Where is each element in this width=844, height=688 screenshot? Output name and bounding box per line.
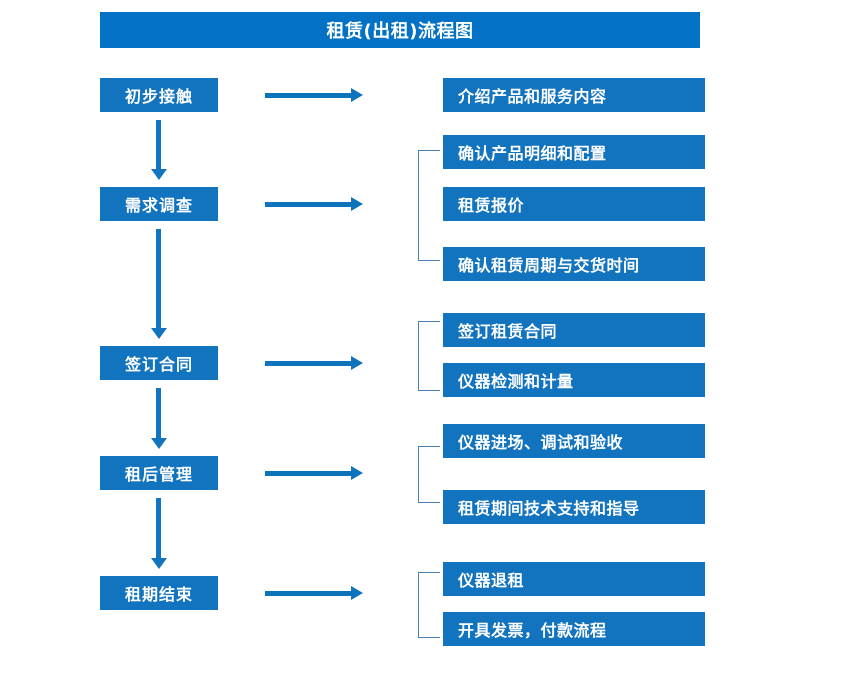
horizontal-arrow-icon-4	[265, 466, 363, 480]
detail-label-3-2: 仪器检测和计量	[458, 372, 574, 391]
detail-box-3-2[interactable]: 仪器检测和计量	[443, 363, 705, 397]
horizontal-arrow-icon-1	[265, 88, 363, 102]
horizontal-arrow-icon-5	[265, 586, 363, 600]
vertical-arrow-icon-2	[151, 229, 167, 339]
stage-label-3: 签订合同	[124, 355, 193, 374]
detail-box-2-1[interactable]: 确认产品明细和配置	[443, 135, 705, 169]
detail-box-4-2[interactable]: 租赁期间技术支持和指导	[443, 490, 705, 524]
horizontal-arrow-icon-3	[265, 356, 363, 370]
detail-label-2-2: 租赁报价	[458, 196, 525, 215]
stage-label-5: 租期结束	[124, 585, 193, 604]
detail-box-5-2[interactable]: 开具发票，付款流程	[443, 612, 705, 646]
stage-box-5[interactable]: 租期结束	[100, 576, 218, 610]
detail-box-5-1[interactable]: 仪器退租	[443, 562, 705, 596]
detail-box-1-1[interactable]: 介绍产品和服务内容	[443, 78, 705, 112]
vertical-arrow-icon-3	[151, 388, 167, 449]
detail-label-4-2: 租赁期间技术支持和指导	[458, 499, 640, 518]
vertical-arrow-icon-4	[151, 498, 167, 569]
detail-label-2-1: 确认产品明细和配置	[458, 144, 607, 163]
stage-box-2[interactable]: 需求调查	[100, 187, 218, 221]
stage-label-2: 需求调查	[124, 196, 193, 215]
stage-label-4: 租后管理	[124, 465, 193, 484]
detail-box-2-2[interactable]: 租赁报价	[443, 187, 705, 221]
detail-box-3-1[interactable]: 签订租赁合同	[443, 313, 705, 347]
bracket-group-4	[418, 446, 440, 503]
vertical-arrow-icon-1	[151, 120, 167, 180]
horizontal-arrow-icon-2	[265, 197, 363, 211]
stage-box-1[interactable]: 初步接触	[100, 78, 218, 112]
bracket-group-5	[418, 572, 440, 638]
detail-label-5-1: 仪器退租	[458, 571, 525, 590]
detail-label-2-3: 确认租赁周期与交货时间	[458, 256, 640, 275]
detail-label-4-1: 仪器进场、调试和验收	[458, 433, 624, 452]
detail-label-3-1: 签订租赁合同	[458, 322, 558, 341]
stage-box-4[interactable]: 租后管理	[100, 456, 218, 490]
detail-box-2-3[interactable]: 确认租赁周期与交货时间	[443, 247, 705, 281]
detail-label-1-1: 介绍产品和服务内容	[458, 87, 607, 106]
bracket-group-3	[418, 321, 440, 391]
page-title: 租赁(出租)流程图	[100, 12, 700, 48]
stage-label-1: 初步接触	[124, 87, 193, 106]
detail-box-4-1[interactable]: 仪器进场、调试和验收	[443, 424, 705, 458]
bracket-group-2	[418, 150, 440, 261]
stage-box-3[interactable]: 签订合同	[100, 346, 218, 380]
detail-label-5-2: 开具发票，付款流程	[458, 621, 607, 640]
